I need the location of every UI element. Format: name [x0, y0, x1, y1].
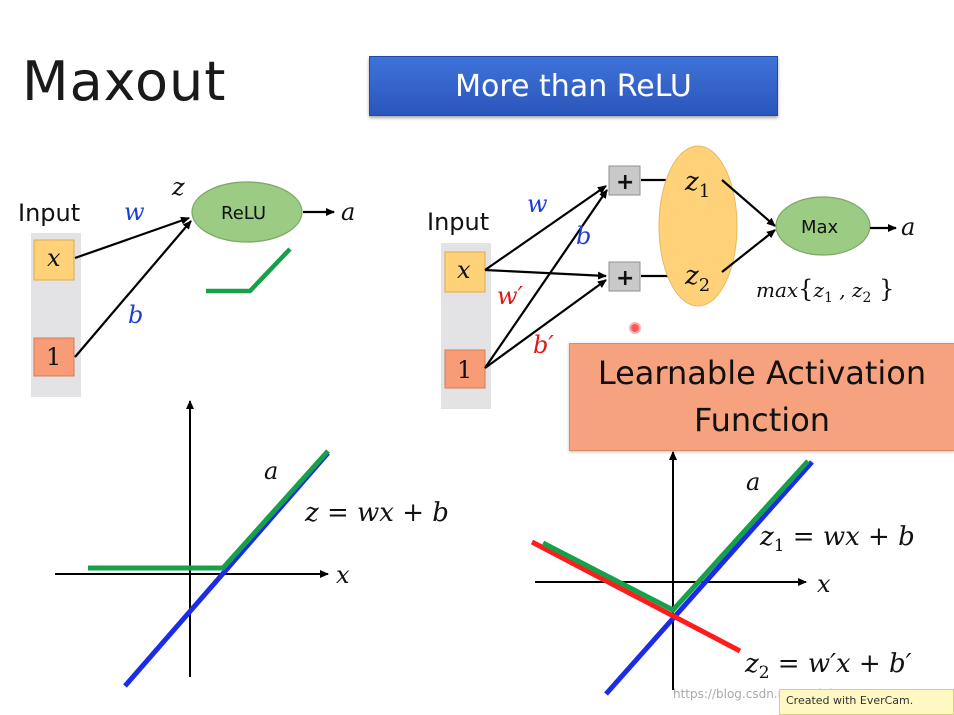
z2-node: z2	[684, 261, 710, 296]
right-x-text: x	[457, 256, 471, 284]
left-edge-b	[74, 220, 192, 358]
left-plot-green-relu	[88, 449, 330, 571]
left-plot-x-label: x	[336, 561, 350, 589]
edge-one-plus2	[484, 279, 607, 369]
left-plot-equation: z = wx + b	[304, 498, 449, 528]
left-z-label: z	[171, 173, 185, 201]
left-w-label: w	[124, 198, 145, 226]
max-formula: max{z1 , z2 }	[756, 275, 894, 306]
right-plot-eq2: z2 = w′x + b′	[744, 649, 912, 683]
learnable-line-2: Function	[693, 401, 831, 439]
right-x-node	[444, 251, 486, 293]
edge-one-plus1	[484, 189, 608, 369]
learnable-activation-box: Learnable Activation Function	[569, 343, 954, 451]
right-plot-eq1: z1 = wx + b	[759, 522, 915, 556]
right-bprime-label: b′	[533, 331, 554, 359]
evercam-badge: Created with EverCam.	[779, 689, 954, 715]
right-a-label: a	[901, 213, 915, 241]
right-input-label: Input	[427, 208, 489, 236]
left-b-label: b	[128, 301, 143, 329]
plus-node-1-text: +	[616, 170, 634, 195]
left-one-node	[33, 337, 75, 377]
plus-node-2-text: +	[616, 266, 634, 291]
edge-x-plus1	[484, 185, 607, 271]
right-plot-green-max	[541, 459, 810, 614]
max-node-text: Max	[801, 217, 839, 238]
right-w-label: w	[527, 190, 548, 218]
slide-title: Maxout	[22, 50, 227, 113]
left-edge-w	[74, 216, 190, 260]
left-a-label: a	[341, 198, 355, 226]
right-wprime-label: w′	[497, 282, 524, 310]
z1-node: z1	[684, 167, 710, 202]
relu-node	[191, 181, 303, 243]
right-plot-red-line	[530, 539, 742, 654]
left-x-text: x	[47, 244, 61, 272]
relu-shape-icon	[206, 247, 292, 294]
relu-text: ReLU	[221, 203, 266, 224]
left-one-text: 1	[46, 343, 61, 371]
learnable-line-1: Learnable Activation	[597, 354, 927, 392]
cursor-dot	[629, 322, 641, 334]
left-plot-a-label: a	[264, 457, 278, 485]
left-input-label: Input	[18, 199, 80, 227]
edge-z1-max	[721, 179, 776, 227]
right-b-label: b	[576, 222, 591, 250]
max-node	[775, 196, 871, 256]
edge-x-plus2	[484, 268, 607, 280]
plus-node-1	[608, 165, 641, 196]
right-one-node	[444, 349, 486, 389]
edge-z2-max	[721, 229, 776, 273]
right-plot-x-label: x	[817, 570, 831, 598]
right-plot-blue-line	[604, 460, 814, 696]
right-plot-a-label: a	[746, 468, 760, 496]
plus-node-2	[608, 261, 641, 292]
right-one-text: 1	[457, 356, 472, 384]
left-x-node	[33, 239, 75, 281]
z-group-oval	[658, 145, 738, 307]
banner-more-than-relu: More than ReLU	[369, 56, 778, 116]
